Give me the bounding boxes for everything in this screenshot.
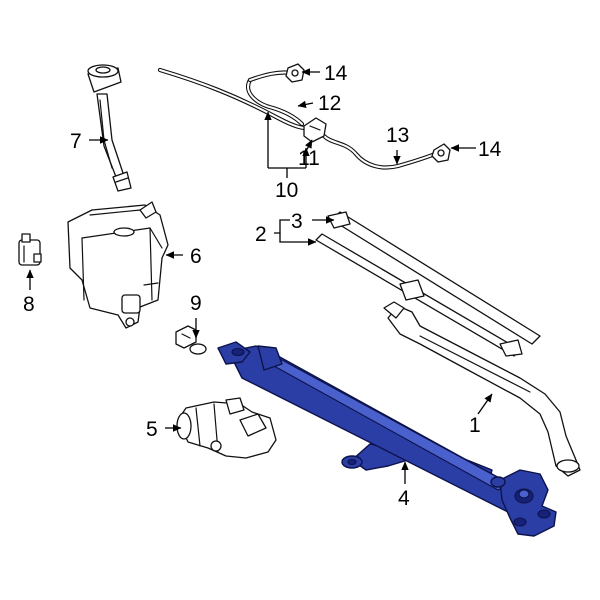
washer-nozzle-right bbox=[431, 143, 451, 163]
hose-connector bbox=[303, 117, 327, 143]
wiper-motor bbox=[176, 397, 277, 459]
callout-9: 9 bbox=[190, 292, 202, 315]
wiper-blade bbox=[327, 211, 541, 345]
washer-hose-13 bbox=[321, 133, 443, 170]
nut-grommet bbox=[175, 325, 207, 355]
wiper-linkage bbox=[217, 341, 557, 537]
callout-5: 5 bbox=[146, 418, 158, 441]
callouts: 7 6 8 9 14 14 12 11 13 10 3 2 5 4 1 bbox=[23, 62, 502, 510]
callout-14-right: 14 bbox=[478, 138, 502, 161]
callout-13: 13 bbox=[386, 124, 409, 147]
wiper-blade-refill bbox=[315, 233, 523, 357]
callout-8: 8 bbox=[23, 293, 35, 316]
washer-reservoir bbox=[67, 201, 169, 329]
callout-3: 3 bbox=[291, 210, 303, 233]
wiper-arm bbox=[383, 301, 581, 477]
callout-14-top: 14 bbox=[324, 62, 348, 85]
callout-4: 4 bbox=[398, 487, 410, 510]
callout-1: 1 bbox=[469, 414, 481, 437]
callout-6: 6 bbox=[190, 245, 202, 268]
callout-2: 2 bbox=[255, 223, 267, 246]
washer-nozzle-top bbox=[285, 63, 305, 83]
callout-11: 11 bbox=[298, 147, 320, 170]
callout-12: 12 bbox=[318, 92, 341, 115]
callout-10: 10 bbox=[275, 179, 298, 202]
callout-7: 7 bbox=[70, 130, 82, 153]
washer-filler-neck bbox=[87, 64, 132, 192]
leader-lines bbox=[26, 68, 493, 484]
washer-pump bbox=[18, 233, 42, 266]
